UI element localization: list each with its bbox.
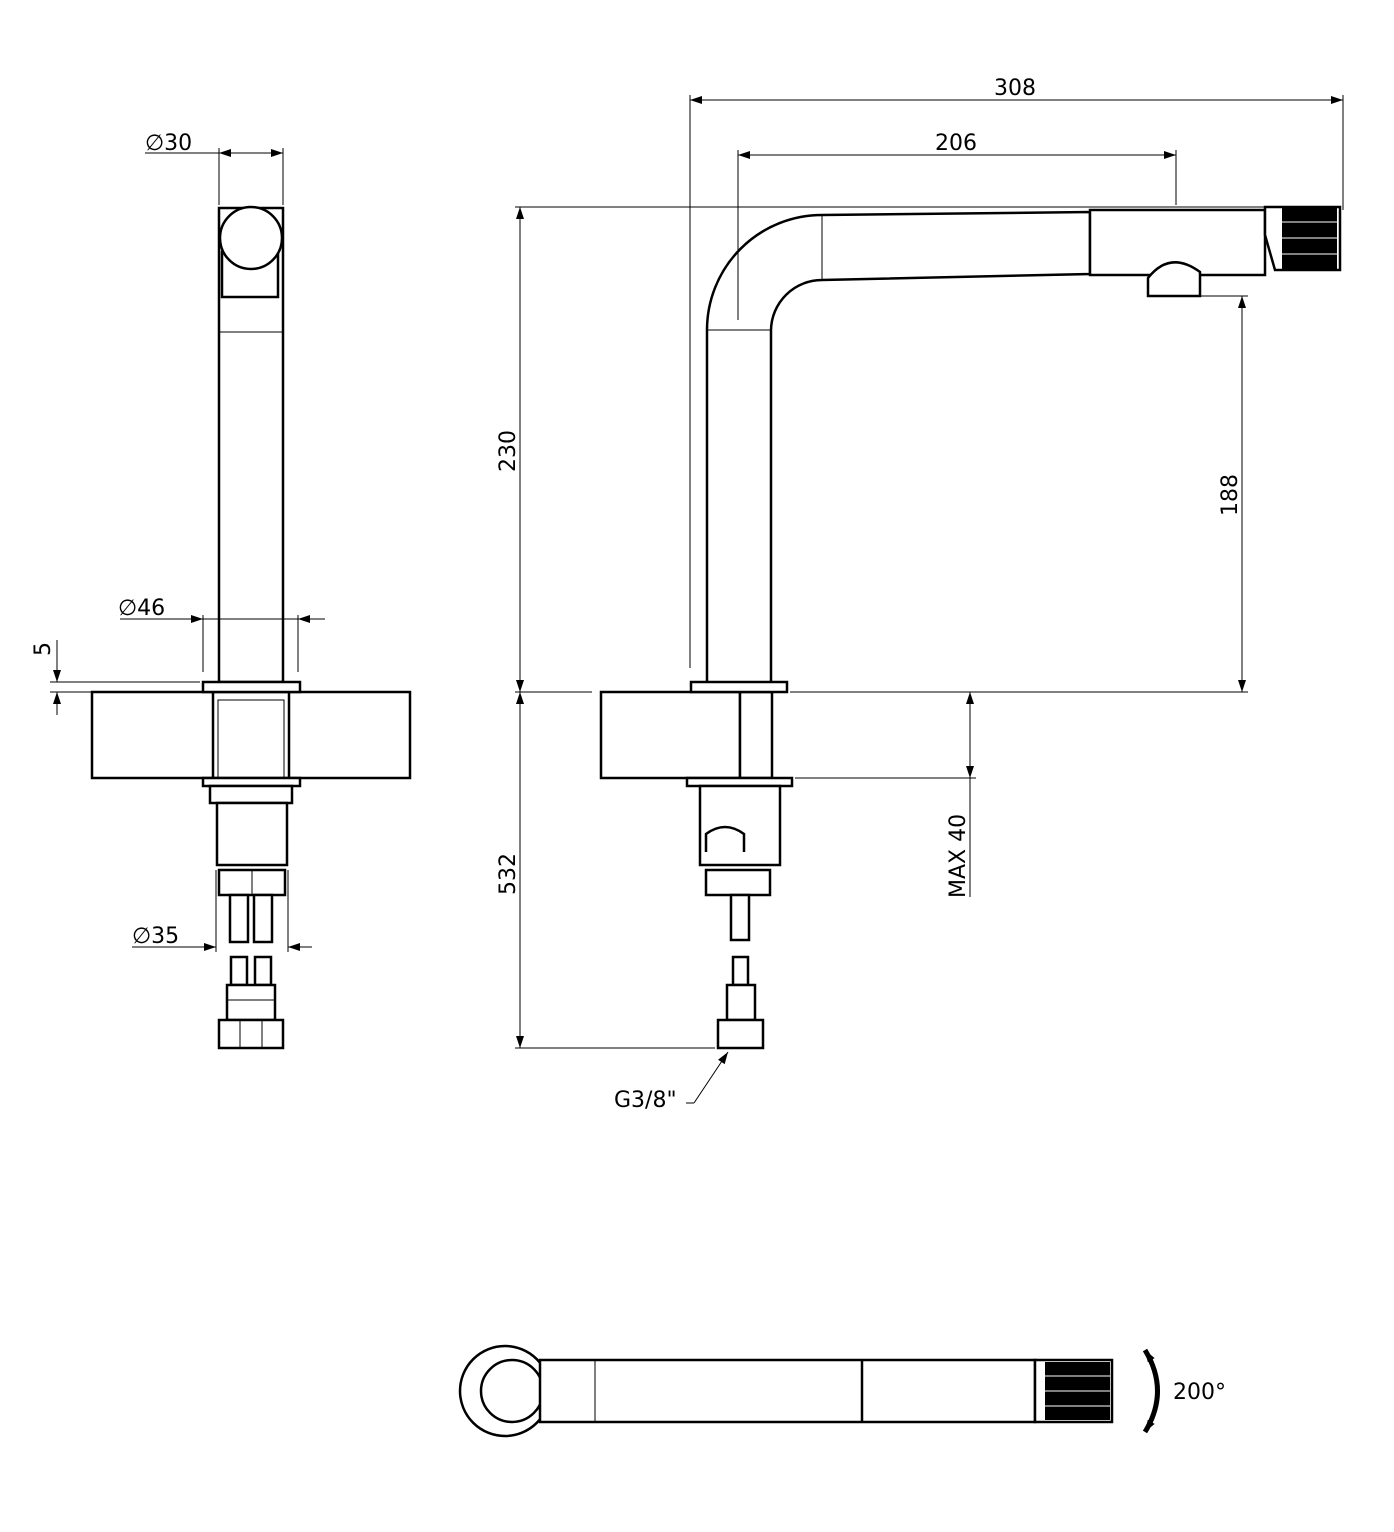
dim-height: 230 [496,430,521,472]
rotation-arrow-icon [1142,1348,1160,1434]
rotation-angle-label: 200° [1173,1380,1226,1405]
aerator-knurl [1282,208,1337,269]
dim-max-counter-thickness: MAX 40 [946,814,971,898]
dim-flange-height: 5 [31,642,56,656]
side-view: ∅30 ∅46 5 ∅35 [31,131,412,1050]
connection-thread-label: G3/8" [614,1088,677,1113]
dim-flange-diameter: ∅46 [118,596,165,621]
dim-top-diameter: ∅30 [145,131,192,156]
dim-shank-diameter: ∅35 [132,924,179,949]
dim-overall-reach: 308 [994,76,1036,101]
dim-spout-reach: 206 [935,131,977,156]
top-view: 200° [458,1344,1226,1438]
dim-hose-length: 532 [496,853,521,895]
dim-spout-clearance: 188 [1218,474,1243,516]
front-view: 308 206 230 188 MAX 40 532 G3/8" [496,76,1344,1113]
